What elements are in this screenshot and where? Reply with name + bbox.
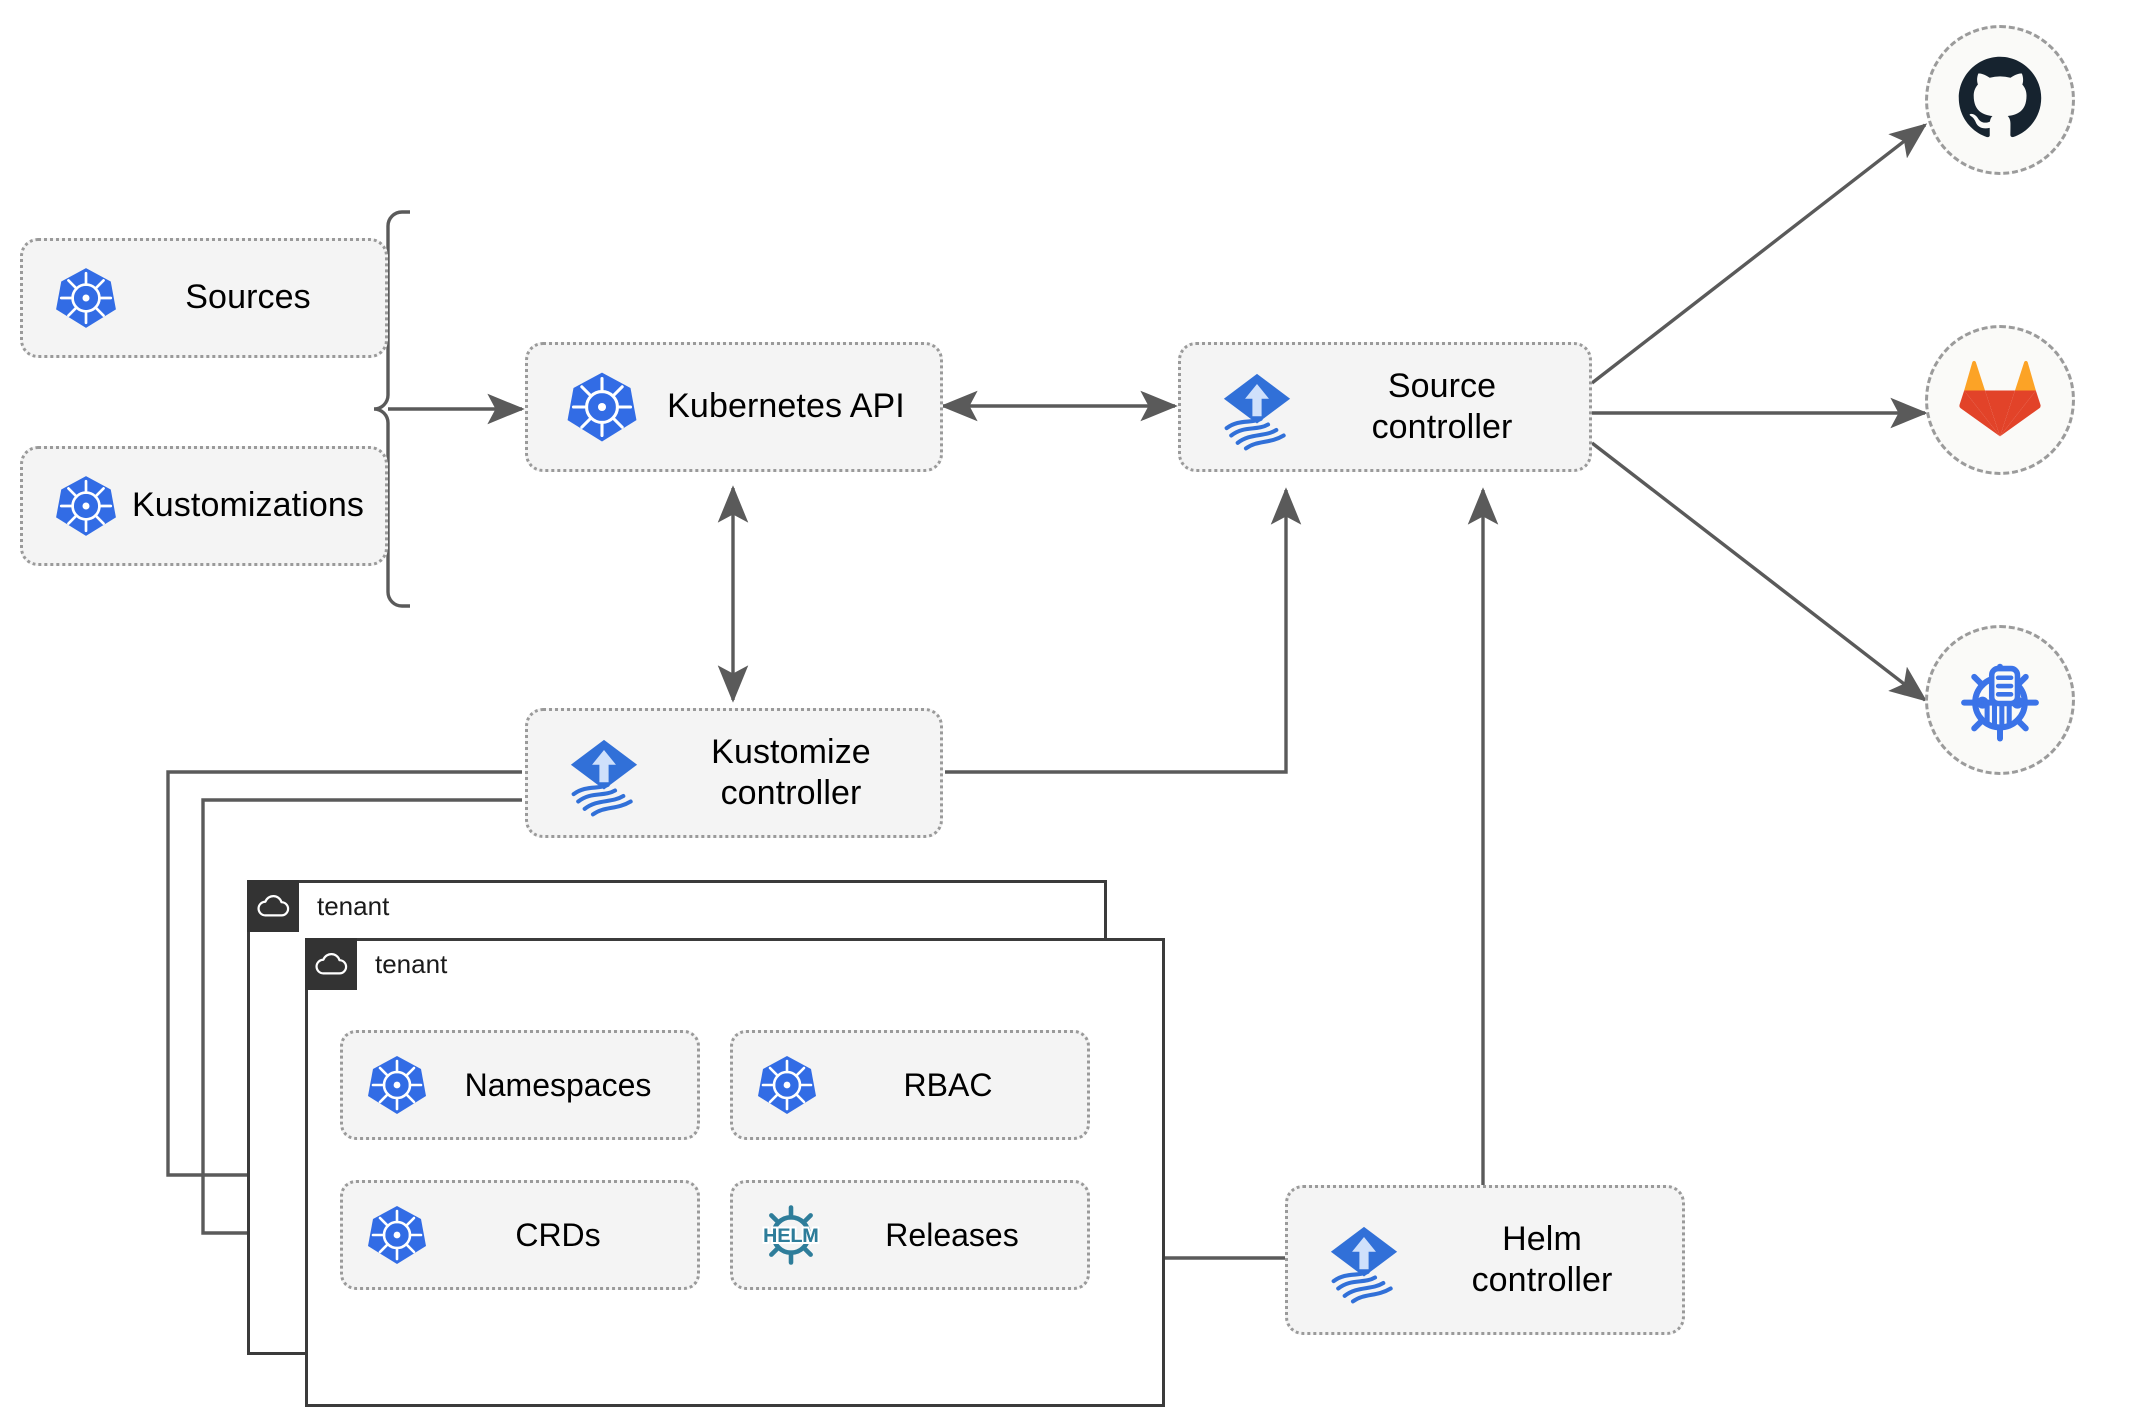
svg-text:HELM: HELM	[763, 1225, 819, 1247]
node-helm-controller-label: Helm controller	[1471, 1219, 1613, 1299]
resource-releases[interactable]: HELM HELM Releases	[730, 1180, 1090, 1290]
resource-crds[interactable]: CRDs	[340, 1180, 700, 1290]
flux-icon	[1211, 361, 1303, 453]
cloud-icon	[305, 938, 357, 990]
node-kustomize-controller[interactable]: Kustomize controller	[525, 708, 943, 838]
node-helm-controller[interactable]: Helm controller	[1285, 1185, 1685, 1335]
helm-repository-icon	[1954, 652, 2046, 749]
helm-icon: HELM HELM	[755, 1202, 827, 1268]
svg-text:HELM: HELM	[763, 1225, 819, 1247]
resource-label: Namespaces	[464, 1066, 652, 1103]
node-sources[interactable]: Sources	[20, 238, 388, 358]
cloud-icon	[247, 880, 299, 932]
kubernetes-icon	[564, 369, 640, 445]
tenant-header-inner: tenant	[305, 938, 447, 990]
flux-icon	[558, 727, 650, 819]
node-sources-label: Sources	[185, 278, 311, 317]
provider-github[interactable]	[1925, 25, 2075, 175]
resource-label: RBAC	[903, 1066, 993, 1103]
node-source-controller-label: Source controller	[1371, 366, 1513, 446]
kubernetes-icon	[365, 1203, 429, 1267]
tenant-container-inner[interactable]: tenant	[305, 938, 1165, 1407]
resource-label: CRDs	[515, 1216, 601, 1253]
kubernetes-icon	[365, 1053, 429, 1117]
tenant-label: tenant	[317, 890, 390, 921]
provider-helm-repository[interactable]	[1925, 625, 2075, 775]
kubernetes-icon	[53, 265, 119, 331]
provider-gitlab[interactable]	[1925, 325, 2075, 475]
kubernetes-icon	[53, 473, 119, 539]
node-kustomizations[interactable]: Kustomizations	[20, 446, 388, 566]
node-kubernetes-api[interactable]: Kubernetes API	[525, 342, 943, 472]
resource-rbac[interactable]: RBAC	[730, 1030, 1090, 1140]
resource-namespaces[interactable]: Namespaces	[340, 1030, 700, 1140]
node-kustomize-controller-label: Kustomize controller	[711, 732, 871, 812]
resource-label: Releases	[885, 1216, 1019, 1253]
gitlab-icon	[1958, 358, 2042, 443]
tenant-header-outer: tenant	[247, 880, 389, 932]
kubernetes-icon	[755, 1053, 819, 1117]
node-kustomizations-label: Kustomizations	[132, 486, 364, 525]
node-kubernetes-api-label: Kubernetes API	[667, 387, 905, 426]
github-icon	[1957, 55, 2043, 146]
node-source-controller[interactable]: Source controller	[1178, 342, 1592, 472]
flux-icon	[1318, 1214, 1410, 1306]
tenant-label: tenant	[375, 948, 448, 979]
